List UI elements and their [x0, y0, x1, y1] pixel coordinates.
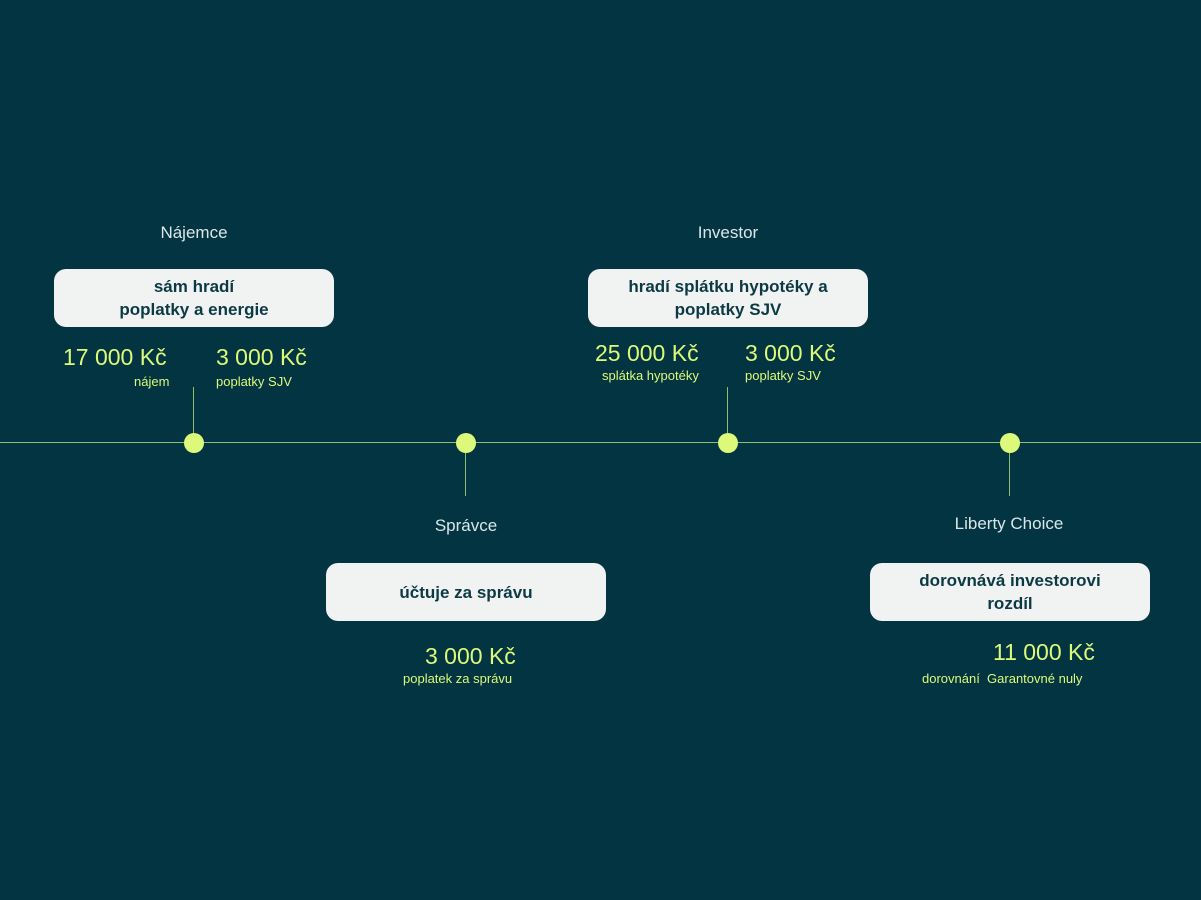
amount-dorovnani: 11 000 Kč: [993, 639, 1095, 665]
timeline-dot-investor: [718, 433, 738, 453]
card-liberty-choice: dorovnává investorovi rozdíl: [870, 563, 1150, 621]
card-najemce: sám hradí poplatky a energie: [54, 269, 334, 327]
amount-label-poplatky-sjv-investor: poplatky SJV: [745, 368, 821, 383]
role-label-spravce: Správce: [434, 516, 498, 535]
connector-najemce: [193, 387, 194, 443]
connector-investor: [727, 387, 728, 443]
card-text-spravce: účtuje za správu: [399, 582, 533, 602]
connector-spravce: [465, 443, 466, 496]
amount-label-splatka-hypoteky: splátka hypotéky: [602, 368, 699, 383]
amount-label-poplatek-za-spravu: poplatek za správu: [403, 671, 513, 686]
card-investor: hradí splátku hypotéky a poplatky SJV: [588, 269, 868, 327]
amount-label-poplatky-sjv-najemce: poplatky SJV: [216, 374, 292, 389]
timeline-dot-spravce: [456, 433, 476, 453]
amount-label-dorovnani: dorovnání Garantovné nuly: [922, 671, 1083, 686]
timeline-dot-najemce: [184, 433, 204, 453]
amount-poplatek-za-spravu: 3 000 Kč: [425, 643, 516, 669]
timeline-dot-liberty-choice: [1000, 433, 1020, 453]
amount-poplatky-sjv-najemce: 3 000 Kč: [216, 344, 307, 370]
card-text-investor: hradí splátku hypotéky a poplatky SJV: [628, 277, 828, 319]
role-label-najemce: Nájemce: [160, 223, 228, 242]
amount-poplatky-sjv-investor: 3 000 Kč: [745, 340, 836, 366]
amount-label-najem: nájem: [134, 374, 170, 389]
connector-liberty-choice: [1009, 443, 1010, 496]
card-spravce: účtuje za správu: [326, 563, 606, 621]
amount-splatka-hypoteky: 25 000 Kč: [595, 340, 699, 366]
card-text-liberty-choice: dorovnává investorovi rozdíl: [919, 571, 1101, 613]
role-label-liberty-choice: Liberty Choice: [954, 514, 1064, 533]
role-label-investor: Investor: [697, 223, 759, 242]
amount-najem: 17 000 Kč: [63, 344, 167, 370]
card-text-najemce: sám hradí poplatky a energie: [119, 277, 269, 319]
timeline-line: [0, 442, 1201, 443]
